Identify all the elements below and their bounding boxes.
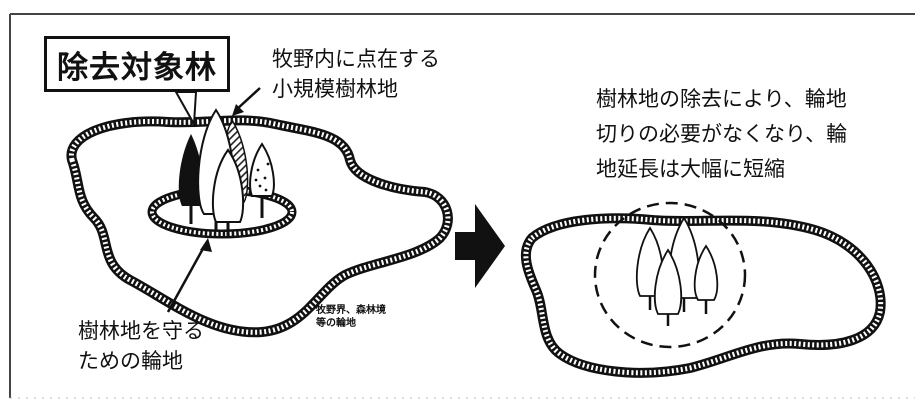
small-forest-pointer — [235, 87, 261, 111]
pasture-boundary-ring-before — [66, 115, 453, 338]
result-description-line: 樹林地の除去により、輪地 — [596, 87, 847, 111]
tree-dark — [178, 134, 204, 224]
ghost-tree — [693, 244, 719, 314]
protect-ring-pointer — [166, 244, 207, 313]
small-forest-label-line: 小規模樹林地 — [272, 77, 398, 101]
removed-trees — [635, 216, 719, 326]
small-forest-label-line: 牧野内に点在する — [272, 47, 440, 71]
figure-frame — [9, 13, 915, 399]
ghost-tree — [653, 248, 683, 326]
boundary-label: 牧野界、森林境 等の輪地 — [316, 304, 386, 330]
transition-arrow — [455, 204, 505, 288]
protect-ring-label-line: 樹林地を守る — [78, 319, 204, 343]
result-description-line: 切りの必要がなくなり、輪 — [596, 122, 848, 146]
pasture-boundary-ring-after — [520, 213, 886, 378]
result-description-line: 地延長は大幅に短縮 — [596, 157, 785, 181]
removal-target-title: 除去対象林 — [57, 49, 217, 86]
small-forest-label: 牧野内に点在する 小規模樹林地 — [272, 44, 440, 104]
result-description: 樹林地の除去により、輪地 切りの必要がなくなり、輪 地延長は大幅に短縮 — [596, 82, 847, 187]
protect-ring-label: 樹林地を守る ための輪地 — [78, 316, 204, 376]
boundary-label-line: 牧野界、森林境 — [316, 305, 386, 316]
removed-area-circle — [593, 201, 747, 349]
target-grove — [178, 108, 275, 236]
removal-target-title-box: 除去対象林 — [44, 36, 230, 92]
protect-ring-label-line: ための輪地 — [78, 349, 183, 373]
title-pointer — [174, 91, 198, 128]
boundary-label-line: 等の輪地 — [316, 318, 356, 329]
callout-pointers — [166, 87, 261, 313]
tree-front-white — [211, 148, 245, 236]
tree-speckled — [249, 142, 275, 218]
